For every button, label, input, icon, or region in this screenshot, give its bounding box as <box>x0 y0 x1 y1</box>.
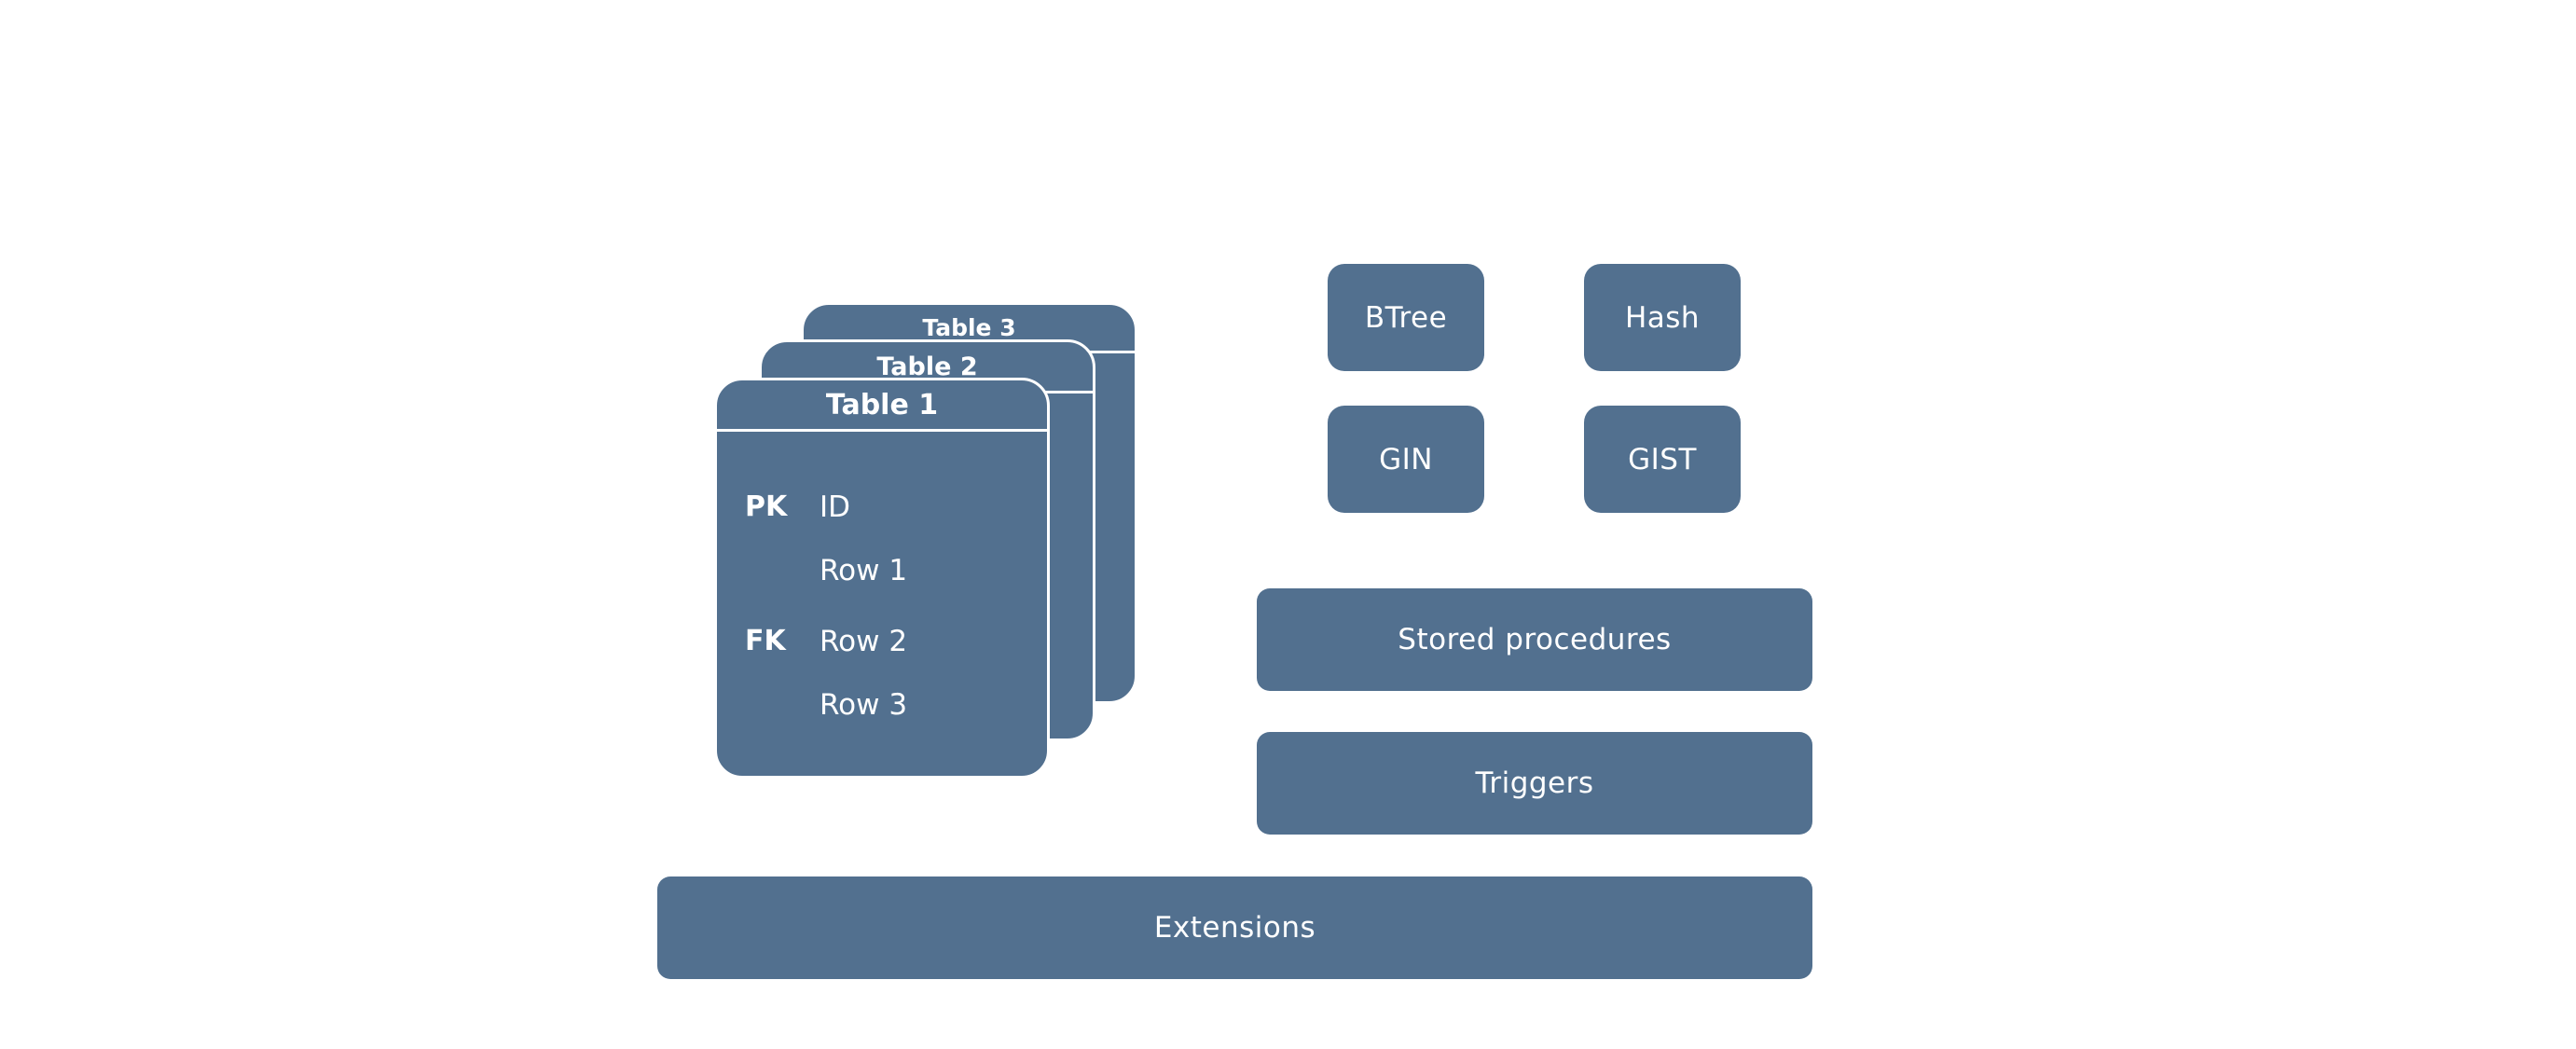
table-1-row-1: Row 1 <box>820 554 908 587</box>
gist-index-box: GIST <box>1584 406 1741 513</box>
table-1-row-2: Row 2 <box>820 625 908 658</box>
triggers-box: Triggers <box>1257 732 1812 835</box>
hash-index-box: Hash <box>1584 264 1741 371</box>
stored-procedures-box: Stored procedures <box>1257 588 1812 691</box>
btree-index-box: BTree <box>1328 264 1484 371</box>
foreign-key-label: FK <box>745 625 786 657</box>
table-card-1: Table 1 PK ID Row 1 FK Row 2 Row 3 <box>714 378 1050 779</box>
table-1-title: Table 1 <box>717 380 1047 432</box>
gin-index-box: GIN <box>1328 406 1484 513</box>
primary-key-label: PK <box>745 490 788 523</box>
table-1-row-3: Row 3 <box>820 688 908 722</box>
table-1-row-id: ID <box>820 490 851 524</box>
extensions-box: Extensions <box>657 876 1812 979</box>
